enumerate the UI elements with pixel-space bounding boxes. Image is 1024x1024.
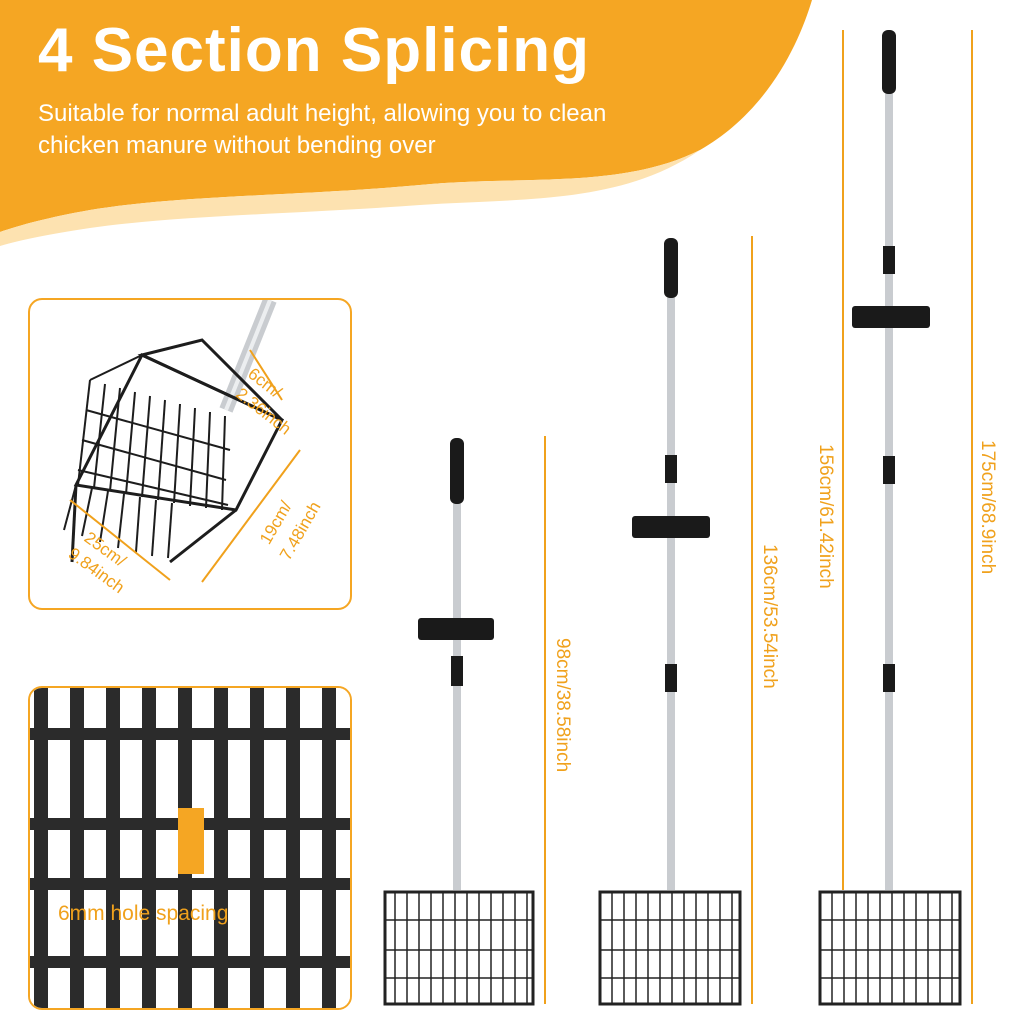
grid-closeup-panel <box>28 686 352 1010</box>
size-label-175cm: 175cm/68.9inch <box>977 440 998 575</box>
page-title: 4 Section Splicing <box>38 16 590 85</box>
size-label-98cm: 98cm/38.58inch <box>552 638 573 773</box>
rake-dimension-panel: 6cm/ 2.36inch 19cm/ 7.48inch 25cm/ 9.84i… <box>28 298 352 610</box>
rake-136cm <box>598 236 753 1006</box>
hole-spacing-label: 6mm hole spacing <box>58 902 229 925</box>
size-label-136cm: 136cm/53.54inch <box>759 544 780 689</box>
rake-size-comparison <box>383 30 973 1006</box>
size-label-156cm: 156cm/61.42inch <box>815 444 836 589</box>
rake-98cm <box>383 436 546 1006</box>
header-banner <box>0 0 812 246</box>
grid-closeup-illustration <box>30 688 350 1008</box>
rake-illustration <box>63 300 301 583</box>
page-subtitle: Suitable for normal adult height, allowi… <box>38 100 607 159</box>
rake-175cm <box>818 30 973 1006</box>
